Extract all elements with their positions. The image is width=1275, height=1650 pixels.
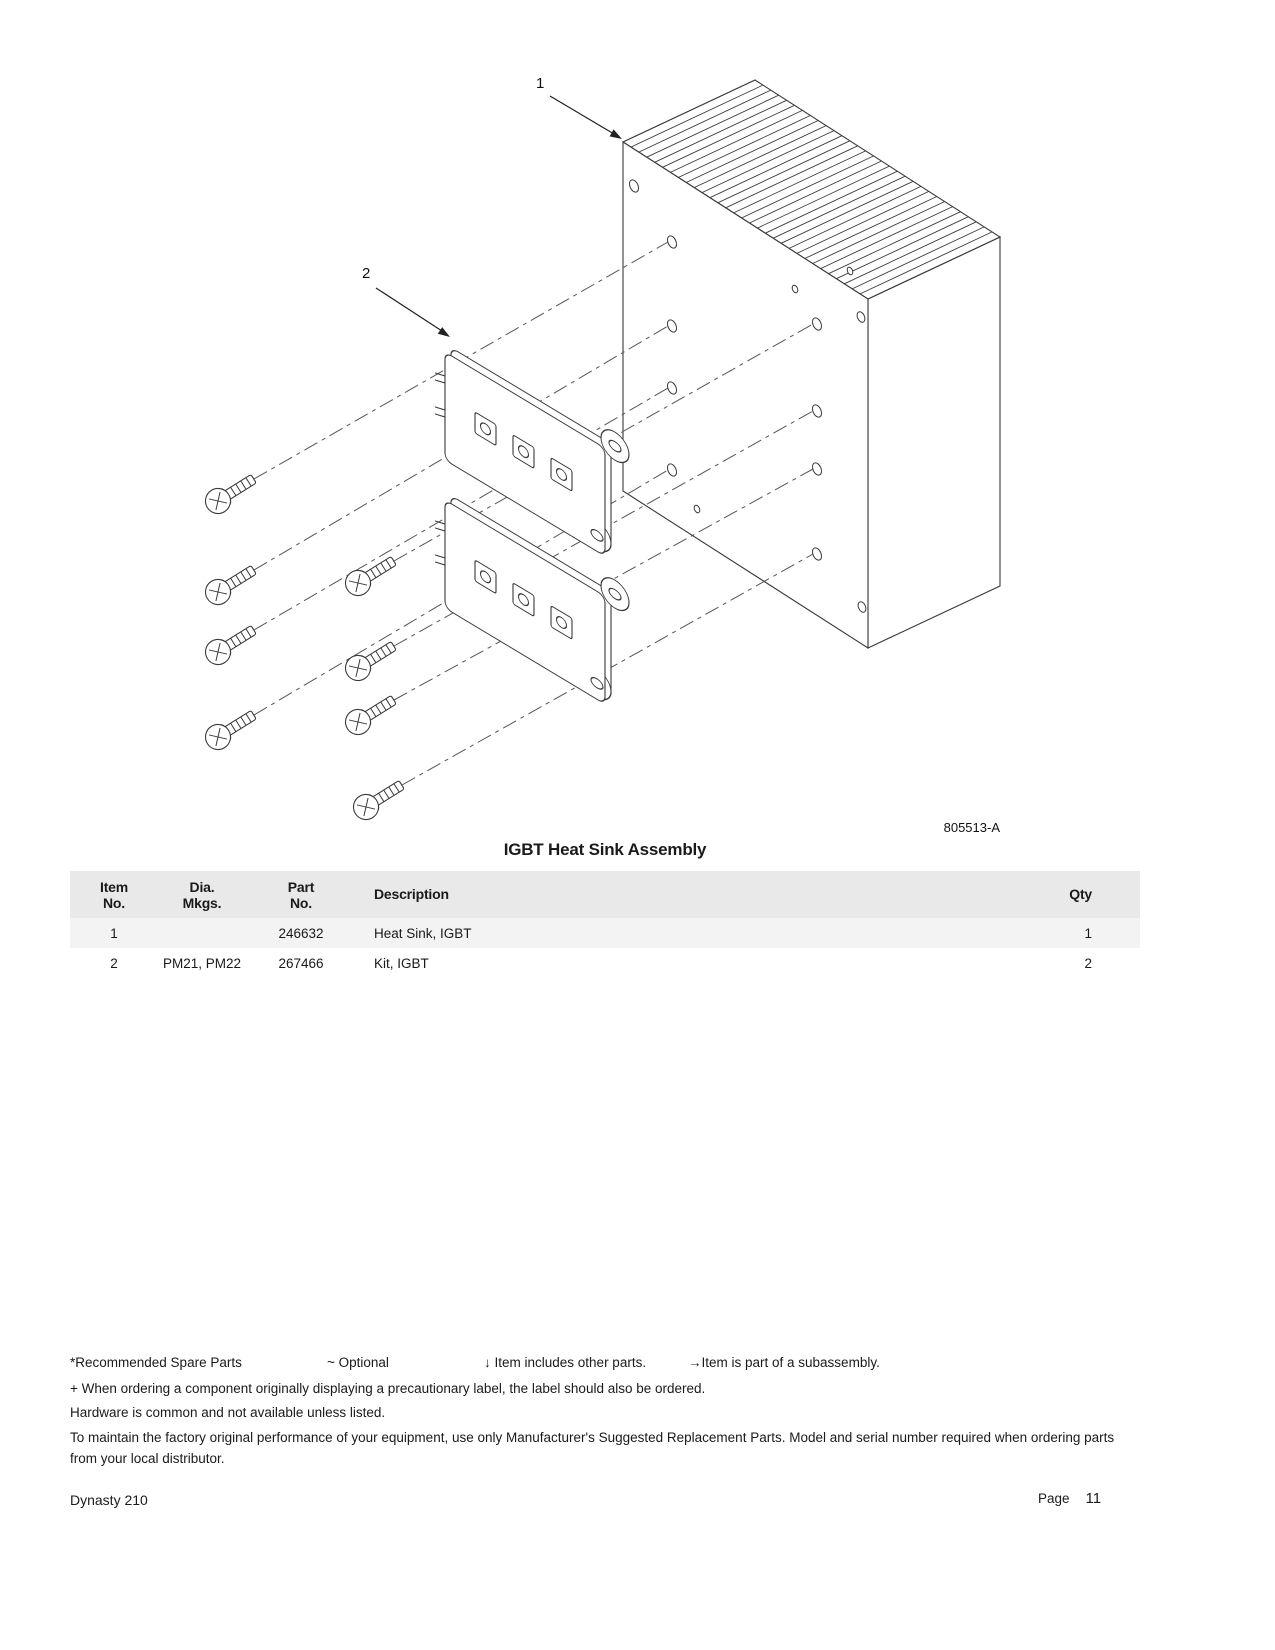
cell-qty: 2 xyxy=(1084,955,1092,971)
figure-caption: IGBT Heat Sink Assembly xyxy=(503,840,707,859)
parts-table-header-row: Item No. Dia. Mkgs. Part No. Description… xyxy=(70,871,1140,918)
cell-description: Heat Sink, IGBT xyxy=(374,925,472,941)
model-name: Dynasty 210 xyxy=(70,1492,148,1508)
header-dia-mkgs: Dia. Mkgs. xyxy=(158,879,246,911)
header-description: Description xyxy=(374,886,449,902)
exploded-view-diagram: 1 2 805513-A xyxy=(200,75,1002,835)
mounting-screws xyxy=(200,467,409,825)
cell-description: Kit, IGBT xyxy=(374,955,429,971)
cell-item-no: 1 xyxy=(110,925,118,941)
page-label: Page xyxy=(1038,1491,1070,1506)
callout-2: 2 xyxy=(362,265,450,337)
header-part-no: Part No. xyxy=(246,879,356,911)
figure-number: 805513-A xyxy=(944,820,1001,835)
page-indicator: Page 11 xyxy=(1038,1490,1101,1507)
note-precautionary-label: + When ordering a component originally d… xyxy=(70,1381,706,1396)
page-number: 11 xyxy=(1085,1490,1102,1507)
header-item-line2: No. xyxy=(103,894,125,911)
note-includes: ↓ Item includes other parts. xyxy=(484,1355,647,1370)
legend-line: *Recommended Spare Parts ~ Optional ↓ It… xyxy=(70,1352,1175,1378)
cell-qty: 1 xyxy=(1084,925,1092,941)
cell-part-no: 246632 xyxy=(278,925,324,941)
header-dia-line1: Dia. xyxy=(189,878,215,895)
callout-2-label: 2 xyxy=(362,265,370,282)
note-hardware: Hardware is common and not available unl… xyxy=(70,1405,386,1420)
header-qty: Qty xyxy=(1069,886,1092,902)
footnotes: *Recommended Spare Parts ~ Optional ↓ It… xyxy=(70,1352,1175,1469)
table-row: 1 246632 Heat Sink, IGBT 1 xyxy=(70,918,1140,948)
parts-table: Item No. Dia. Mkgs. Part No. Description… xyxy=(70,871,1140,978)
header-item-line1: Item xyxy=(100,878,128,895)
heat-sink-fins xyxy=(622,79,1001,300)
note-optional: ~ Optional xyxy=(327,1355,389,1370)
cell-item-no: 2 xyxy=(110,955,118,971)
table-row: 2 PM21, PM22 267466 Kit, IGBT 2 xyxy=(70,948,1140,978)
note-maintain: To maintain the factory original perform… xyxy=(70,1430,1115,1466)
callout-2-arrow-icon xyxy=(437,327,450,337)
callout-1: 1 xyxy=(536,75,622,139)
note-spare-parts: *Recommended Spare Parts xyxy=(70,1355,242,1370)
note-subassembly: →Item is part of a subassembly. xyxy=(688,1355,880,1370)
header-part-line2: No. xyxy=(290,894,312,911)
callout-1-label: 1 xyxy=(536,75,544,92)
header-item-no: Item No. xyxy=(70,879,158,911)
callout-1-arrow-icon xyxy=(609,129,622,139)
heat-sink xyxy=(621,79,1002,650)
cell-part-no: 267466 xyxy=(278,955,324,971)
header-part-line1: Part xyxy=(287,878,315,895)
header-dia-line2: Mkgs. xyxy=(182,894,222,911)
cell-dia-mkgs: PM21, PM22 xyxy=(162,955,242,971)
